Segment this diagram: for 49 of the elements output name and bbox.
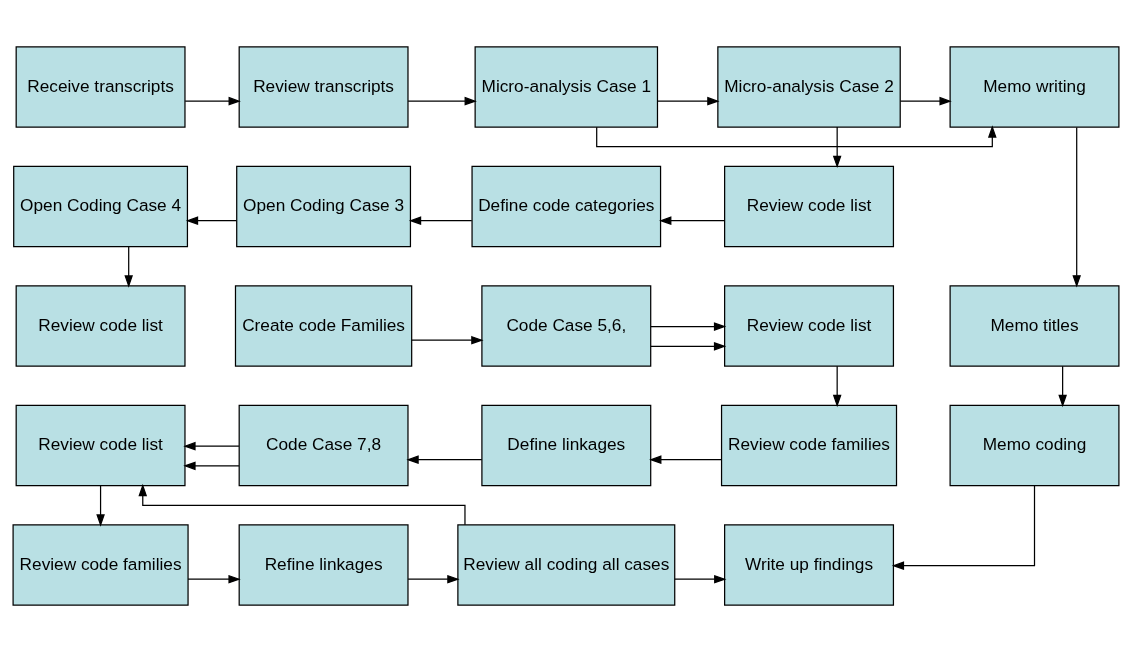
arrow — [1058, 365, 1067, 407]
arrow — [96, 484, 105, 527]
arrow — [891, 484, 1036, 570]
node-box: Receive transcripts — [15, 45, 186, 128]
arrow — [1072, 126, 1082, 287]
node-box: Review transcripts — [238, 45, 409, 128]
arrow — [832, 365, 842, 407]
arrow — [832, 126, 842, 168]
node-box: Memo coding — [949, 404, 1120, 486]
node-box: Open Coding Case 4 — [13, 165, 189, 247]
arrow — [596, 124, 997, 147]
node-box: Review code families — [12, 523, 189, 606]
node-box: Memo writing — [949, 45, 1120, 128]
node-box: Open Coding Case 3 — [236, 165, 412, 247]
node-box: Refine linkages — [238, 523, 409, 606]
arrow — [899, 96, 952, 105]
arrow — [406, 454, 483, 464]
arrow — [650, 341, 727, 351]
node-box: Write up findings — [724, 523, 895, 606]
node-box: Memo titles — [949, 284, 1120, 367]
arrow — [185, 215, 237, 225]
node-box: Review all coding all cases — [457, 523, 676, 606]
arrow — [183, 441, 240, 450]
arrow — [411, 335, 484, 344]
node-box: Micro-analysis Case 1 — [474, 45, 659, 128]
arrow — [183, 461, 240, 470]
arrow — [407, 574, 460, 583]
node-box: Review code list — [724, 284, 895, 367]
arrow — [649, 454, 723, 464]
node-box: Create code Families — [234, 284, 413, 367]
arrow — [407, 96, 477, 105]
node-box: Review code list — [15, 404, 186, 486]
arrow — [187, 574, 241, 583]
node-box: Define linkages — [481, 404, 652, 486]
arrow — [659, 215, 726, 225]
arrow — [408, 215, 473, 225]
arrow — [657, 96, 720, 105]
arrow — [138, 483, 466, 525]
arrow — [650, 321, 727, 331]
arrow — [184, 96, 241, 105]
node-box: Review code families — [720, 404, 898, 486]
arrow — [674, 574, 727, 583]
node-box: Review code list — [15, 284, 186, 367]
node-box: Code Case 7,8 — [238, 404, 409, 486]
node-box: Code Case 5,6, — [481, 284, 652, 367]
node-box: Micro-analysis Case 2 — [717, 45, 901, 128]
node-box: Define code categories — [471, 165, 662, 247]
arrow — [124, 245, 133, 288]
node-box: Review code list — [724, 165, 895, 247]
